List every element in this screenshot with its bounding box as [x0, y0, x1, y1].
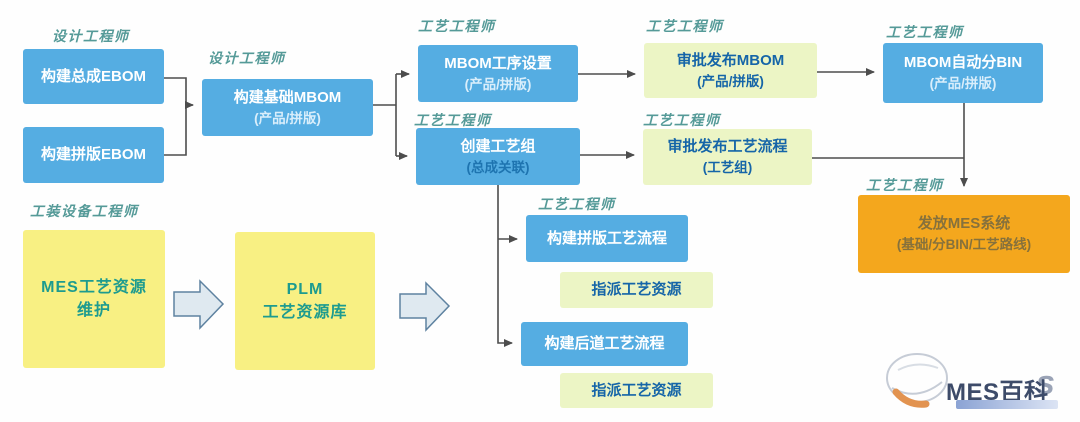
- node-build-assembly-ebom: 构建总成EBOM: [23, 49, 164, 104]
- node-assign-process-resource: 指派工艺资源: [560, 373, 713, 408]
- node-subtitle: (产品/拼版): [697, 73, 764, 89]
- node-title: 发放MES系统: [917, 215, 1011, 233]
- role-label-tooling-engineer: 工装设备工程师: [30, 203, 139, 219]
- node-create-process-group: 创建工艺组 (总成关联): [416, 128, 580, 185]
- connector-create-group-branches: [497, 185, 518, 347]
- node-title: 构建总成EBOM: [40, 67, 146, 85]
- node-title: PLM: [286, 280, 324, 298]
- role-label-process-engineer: 工艺工程师: [643, 112, 721, 128]
- node-title: 审批发布MBOM: [676, 51, 785, 69]
- node-approve-release-mbom: 审批发布MBOM (产品/拼版): [644, 43, 817, 98]
- node-title: MBOM自动分BIN: [903, 54, 1023, 72]
- node-approve-release-process-flow: 审批发布工艺流程 (工艺组): [643, 129, 812, 185]
- role-label-process-engineer: 工艺工程师: [538, 196, 616, 212]
- role-label-design-engineer: 设计工程师: [52, 28, 130, 44]
- connector-base-mbom-split: [373, 70, 410, 160]
- logo-underline-bar: [956, 400, 1058, 409]
- node-title: 创建工艺组: [460, 137, 536, 155]
- node-title: 构建拼版工艺流程: [546, 229, 667, 247]
- block-arrow-mes-to-plm: [173, 279, 225, 330]
- node-build-panel-process-flow: 构建拼版工艺流程: [526, 215, 688, 262]
- node-title: 审批发布工艺流程: [667, 138, 788, 156]
- role-label-process-engineer: 工艺工程师: [886, 24, 964, 40]
- node-build-panel-ebom: 构建拼版EBOM: [23, 127, 164, 183]
- connector-ebom-to-base-mbom: [164, 77, 194, 156]
- node-build-base-mbom: 构建基础MBOM (产品/拼版): [202, 79, 373, 136]
- node-subtitle: (产品/拼版): [929, 76, 997, 92]
- node-build-backend-process-flow: 构建后道工艺流程: [521, 322, 688, 366]
- node-title: 构建基础MBOM: [233, 88, 342, 106]
- role-label-design-engineer: 设计工程师: [208, 50, 286, 66]
- block-arrow-plm-to-flows: [399, 281, 451, 332]
- node-subtitle: 工艺资源库: [262, 304, 348, 321]
- node-title: MBOM工序设置: [444, 54, 552, 72]
- mes-baike-logo: s MES百科: [884, 346, 1080, 418]
- node-mbom-auto-bin: MBOM自动分BIN (产品/拼版): [883, 43, 1043, 103]
- node-subtitle: (基础/分BIN/工艺路线): [896, 237, 1032, 253]
- node-assign-process-resource: 指派工艺资源: [560, 272, 713, 308]
- node-mes-resource-maintain: MES工艺资源 维护: [23, 230, 165, 368]
- node-title: 指派工艺资源: [591, 281, 682, 299]
- node-release-mes-system: 发放MES系统 (基础/分BIN/工艺路线): [858, 195, 1070, 273]
- role-label-process-engineer: 工艺工程师: [418, 18, 496, 34]
- node-title: MES工艺资源: [41, 278, 147, 296]
- node-mbom-process-setup: MBOM工序设置 (产品/拼版): [418, 45, 578, 102]
- node-title: 构建拼版EBOM: [40, 146, 146, 164]
- node-title: 构建后道工艺流程: [544, 335, 665, 353]
- role-label-process-engineer: 工艺工程师: [414, 112, 492, 128]
- logo-watermark-s: s: [1036, 364, 1055, 402]
- node-title: 指派工艺资源: [591, 381, 682, 399]
- role-label-process-engineer: 工艺工程师: [866, 177, 944, 193]
- globe-icon: [886, 353, 948, 408]
- node-subtitle: (产品/拼版): [464, 76, 532, 92]
- node-subtitle: (工艺组): [702, 160, 753, 176]
- node-subtitle: 维护: [76, 302, 111, 319]
- node-subtitle: (总成关联): [466, 159, 530, 175]
- role-label-process-engineer: 工艺工程师: [646, 18, 724, 34]
- node-plm-resource-library: PLM 工艺资源库: [235, 232, 375, 370]
- node-subtitle: (产品/拼版): [254, 110, 321, 126]
